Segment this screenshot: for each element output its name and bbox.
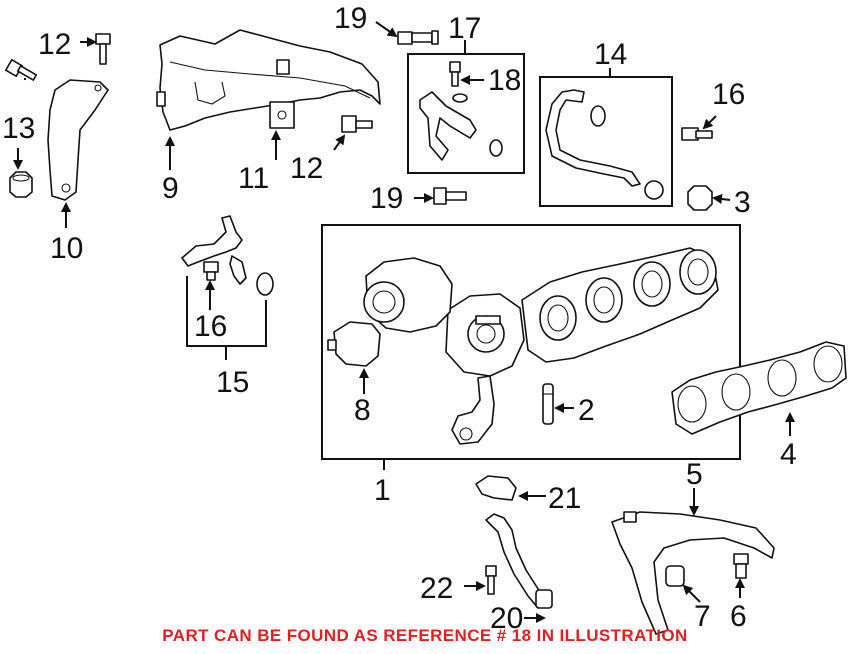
- callout-9: 9: [162, 172, 179, 205]
- nut-part-13: [9, 171, 33, 198]
- callout-8: 8: [354, 394, 371, 427]
- clip-part-11: [269, 101, 295, 129]
- callout-22: 22: [420, 572, 453, 605]
- coolant-pipe-box: [539, 76, 673, 207]
- callout-21: 21: [548, 482, 581, 515]
- callout-19-lower: 19: [370, 182, 403, 215]
- bolt-part-6: [733, 553, 749, 579]
- leader-lines: [13, 21, 795, 623]
- turbocharger-part-1: [363, 247, 719, 445]
- bolt-part-22: [485, 565, 497, 595]
- bolt-angled-left: [5, 59, 38, 81]
- bolt-part-19-lower: [433, 187, 467, 205]
- bracket-part-5: [611, 511, 775, 635]
- stud-part-2: [542, 383, 554, 425]
- callout-19-upper: 19: [334, 2, 367, 35]
- callout-5: 5: [686, 458, 703, 491]
- bolt-part-12-upper: [95, 33, 111, 65]
- callout-6: 6: [730, 600, 747, 633]
- pipe-assembly-part-15: [181, 215, 274, 296]
- callout-10: 10: [50, 232, 83, 265]
- gasket-part-4: [671, 341, 847, 435]
- oil-return-line-part-20: [475, 475, 553, 609]
- reference-note: PART CAN BE FOUND AS REFERENCE # 18 IN I…: [162, 626, 688, 645]
- callout-1: 1: [374, 474, 391, 507]
- callout-11: 11: [238, 162, 269, 195]
- callout-13: 13: [2, 112, 35, 145]
- bracket-part-10: [47, 79, 109, 201]
- oil-feed-line-part: [419, 61, 503, 161]
- actuator-part-8: [327, 321, 381, 367]
- callout-12-lower: 12: [290, 152, 323, 185]
- callout-16-lower: 16: [194, 310, 227, 343]
- bolt-part-12-lower: [341, 115, 373, 133]
- nut-part-3: [687, 185, 713, 211]
- callout-15: 15: [216, 366, 249, 399]
- bolt-part-19-upper: [397, 30, 439, 45]
- callout-20: 20: [490, 602, 523, 635]
- callout-12-upper: 12: [38, 28, 71, 61]
- callout-2: 2: [578, 394, 595, 427]
- coolant-pipe-part-14: [545, 89, 664, 200]
- sleeve-part-7: [665, 565, 685, 587]
- callout-16-upper: 16: [712, 78, 745, 111]
- callout-14: 14: [594, 38, 627, 71]
- callout-7: 7: [694, 600, 711, 633]
- heat-shield-part: [156, 29, 381, 131]
- callout-18: 18: [488, 64, 521, 97]
- bolt-part-16-upper: [681, 127, 713, 141]
- callout-labels: 12 13 10 9 11 12 19 17 18 14 16 3 19 16 …: [2, 2, 797, 635]
- turbo-assembly-box: [321, 224, 741, 460]
- callout-4: 4: [780, 438, 797, 471]
- callout-3: 3: [734, 186, 751, 219]
- callout-17: 17: [448, 12, 481, 45]
